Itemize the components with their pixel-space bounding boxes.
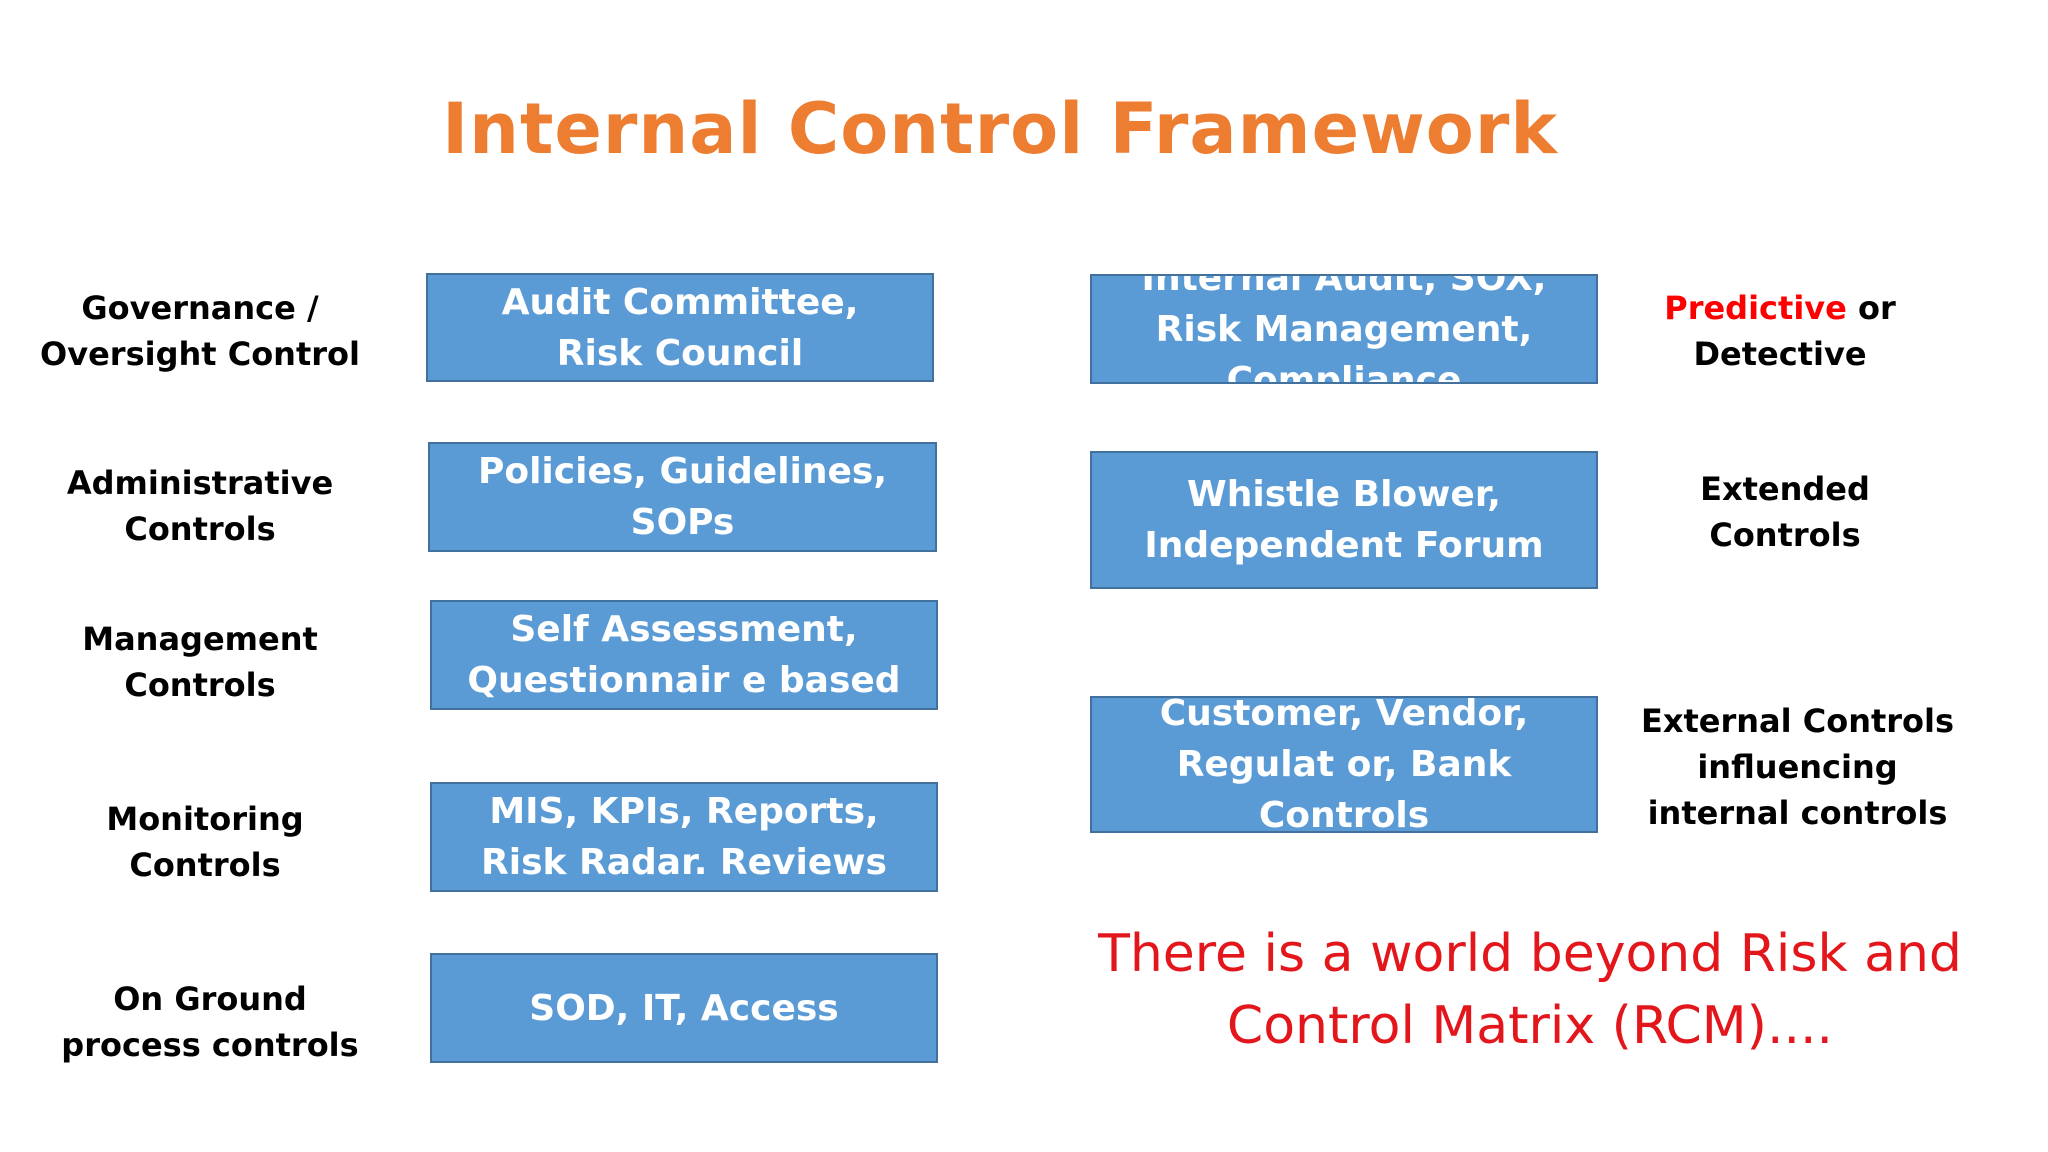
box-mis-kpis-text: MIS, KPIs, Reports, Risk Radar. Reviews [481,791,887,883]
box-internal-audit: Internal Audit, SOX, Risk Management, Co… [1090,274,1598,384]
label-predictive-detective-text: Predictive or Detective [1640,285,1920,377]
box-internal-audit-text: Internal Audit, SOX, Risk Management, Co… [1141,274,1547,384]
box-sod-it-text: SOD, IT, Access [529,987,839,1029]
page-title: Internal Control Framework [442,88,1558,170]
box-audit-committee: Audit Committee, Risk Council [426,273,934,382]
label-management: Management Controls [82,620,318,704]
box-whistle-blower: Whistle Blower, Independent Forum [1090,451,1598,589]
box-sod-it: SOD, IT, Access [430,953,938,1063]
box-policies: Policies, Guidelines, SOPs [428,442,937,552]
tagline: There is a world beyond Risk and Control… [1098,924,1962,1056]
label-on-ground: On Ground process controls [61,980,359,1064]
label-administrative: Administrative Controls [66,464,334,548]
label-extended-controls: Extended Controls [1700,470,1870,554]
box-audit-committee-text: Audit Committee, Risk Council [501,281,859,374]
label-monitoring: Monitoring Controls [106,800,304,884]
box-whistle-blower-text: Whistle Blower, Independent Forum [1144,474,1544,566]
label-detective-rest: or Detective [1693,289,1896,373]
box-policies-text: Policies, Guidelines, SOPs [477,451,888,543]
box-self-assessment: Self Assessment, Questionnair e based [430,600,938,710]
box-self-assessment-text: Self Assessment, Questionnair e based [467,609,901,701]
box-customer-vendor-text: Customer, Vendor, Regulat or, Bank Contr… [1159,696,1529,833]
label-predictive-detective: Predictive or Detective [1640,283,1920,379]
label-predictive-highlight: Predictive [1664,289,1847,327]
label-external-controls: External Controls influencing internal c… [1640,702,1955,832]
box-mis-kpis: MIS, KPIs, Reports, Risk Radar. Reviews [430,782,938,892]
box-customer-vendor: Customer, Vendor, Regulat or, Bank Contr… [1090,696,1598,833]
label-governance: Governance / Oversight Control [40,289,360,373]
